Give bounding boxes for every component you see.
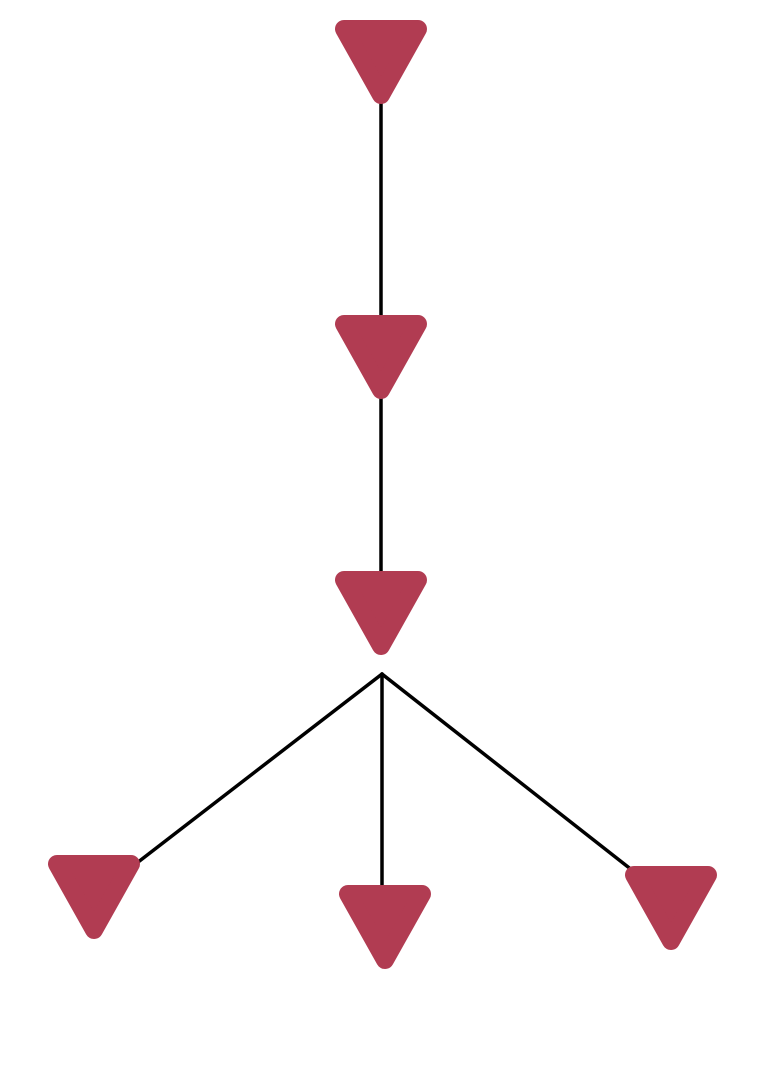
node-n1-down-triangle-icon xyxy=(335,20,427,104)
edge-n3-n4 xyxy=(131,672,384,868)
node-n3-down-triangle-icon xyxy=(335,571,427,655)
node-n2-down-triangle-icon xyxy=(335,315,427,399)
node-n6-down-triangle-icon xyxy=(625,866,717,950)
nodes-layer xyxy=(48,20,717,969)
edges-layer xyxy=(131,98,639,890)
node-n4-down-triangle-icon xyxy=(48,855,140,939)
edge-n3-n6 xyxy=(380,672,639,876)
node-n5-down-triangle-icon xyxy=(339,885,431,969)
